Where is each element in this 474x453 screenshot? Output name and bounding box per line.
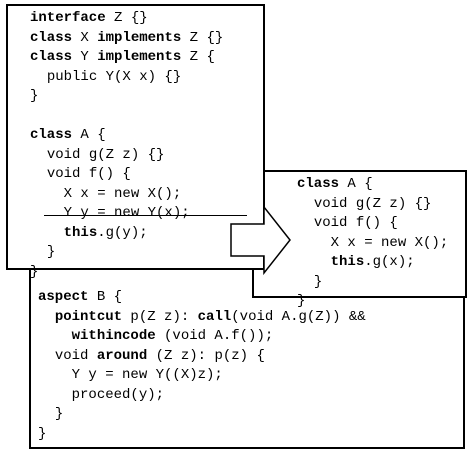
code-line: X x = new X(); [297,234,449,254]
keyword: class [30,49,73,65]
code-text: void f() { [313,215,398,231]
code-line: this.g(y); [30,224,223,244]
code-text: B { [88,289,123,305]
code-text: X x = new X(); [330,234,449,251]
code-text: } [46,244,56,260]
code-line: proceed(y); [38,386,366,406]
code-line: } [297,292,448,312]
code-text: } [297,293,306,309]
code-text: Y y = new Y((X)z); [71,367,223,383]
code-line: Y y = new Y((X)z); [38,366,366,386]
original-code-box [6,4,265,270]
code-text: } [30,263,39,280]
code-text: .g(x); [364,254,415,270]
code-text: Z { [181,49,215,65]
code-line: void f() { [297,214,448,234]
code-line: aspect B { [38,288,366,308]
code-line: pointcut p(Z z): call(void A.g(Z)) && [38,308,366,328]
original-code: interface Z {}class X implements Z {}cla… [30,9,247,283]
code-line: } [30,87,223,107]
code-line: void f() { [30,165,223,185]
code-text: } [30,88,39,104]
code-text: .g(y); [97,224,148,241]
code-text: Y y = new Y(x); [63,205,190,221]
result-code: class A { void g(Z z) {} void f() { X x … [297,175,448,312]
code-text: (Z z): p(z) { [147,347,265,364]
code-line: class X implements Z {} [30,29,223,49]
keyword: around [96,347,148,364]
code-line: } [30,243,223,263]
code-text: Y [72,49,98,65]
keyword: aspect [38,289,89,305]
code-line: X x = new X(); [30,185,223,205]
code-text: (void A.g(Z)) && [231,308,366,325]
code-text: A { [339,176,373,192]
strikethrough-line [44,214,247,216]
keyword: class [297,176,340,192]
code-line: class A { [297,175,448,195]
code-text: } [313,273,323,290]
keyword: interface [30,10,106,26]
keyword: call [197,308,232,325]
code-line [30,107,223,127]
keyword: this [330,254,365,270]
code-line: class Y implements Z { [30,48,223,68]
code-text: void g(Z z) {} [313,195,432,212]
code-line: void g(Z z) {} [297,195,448,215]
code-line: void around (Z z): p(z) { [38,347,366,367]
keyword: implements [97,29,182,46]
code-text: A { [72,127,106,143]
code-line: void g(Z z) {} [30,146,223,166]
keyword: pointcut [54,308,123,325]
code-line: class A { [30,126,223,146]
code-line: withincode (void A.f()); [38,327,366,347]
code-text: proceed(y); [71,386,165,403]
result-class-box [252,170,467,298]
code-line: } [30,263,223,283]
code-text: public Y(X x) {} [46,68,182,85]
code-text: } [38,425,47,442]
code-line: } [38,425,366,445]
keyword: withincode [71,328,156,344]
keyword: class [30,127,73,143]
code-line: Y y = new Y(x); [30,204,247,224]
code-line: this.g(x); [297,253,448,273]
code-text: void g(Z z) {} [46,146,165,163]
code-text: Z {} [105,10,148,26]
code-text: (void A.f()); [155,328,274,344]
keyword: this [63,224,98,241]
code-line: } [297,273,448,293]
aspect-code: aspect B { pointcut p(Z z): call(void A.… [38,288,366,444]
code-text: X x = new X(); [63,185,182,202]
code-line: interface Z {} [30,9,223,29]
code-text: void [54,347,97,364]
code-line: } [38,405,366,425]
code-text: void f() { [46,166,131,182]
code-text: p(Z z): [122,308,198,325]
code-text: Z {} [181,29,224,46]
code-line: public Y(X x) {} [30,68,223,88]
code-text: } [54,406,64,422]
keyword: class [30,29,73,46]
keyword: implements [97,49,182,65]
code-text: X [72,29,98,46]
